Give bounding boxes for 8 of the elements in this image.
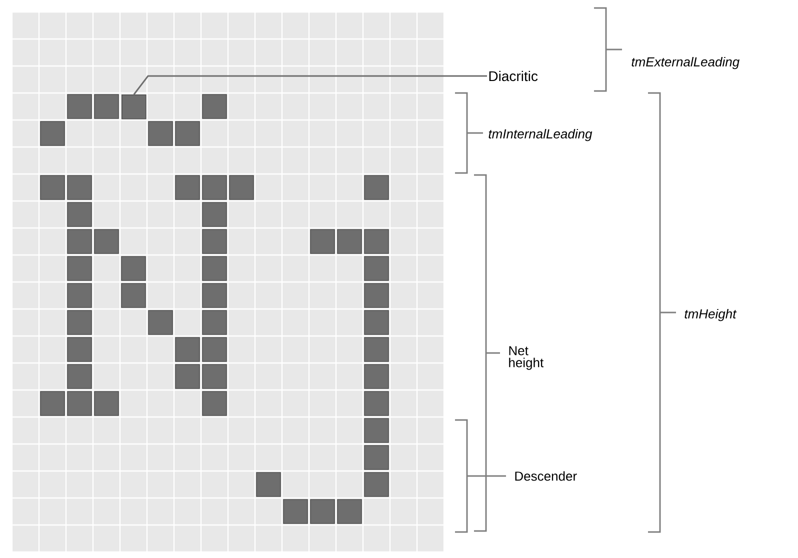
bracket-label: tmHeight (684, 308, 737, 322)
pixel-cell (122, 94, 146, 120)
bracket-label: Net height (509, 346, 544, 370)
leader-line (133, 75, 487, 95)
callout-label: Diacritic (489, 70, 538, 82)
bracket-label: tmExternalLeading (632, 56, 740, 70)
bracket-label: Descender (515, 471, 577, 481)
bracket-label: tmInternalLeading (488, 128, 592, 142)
